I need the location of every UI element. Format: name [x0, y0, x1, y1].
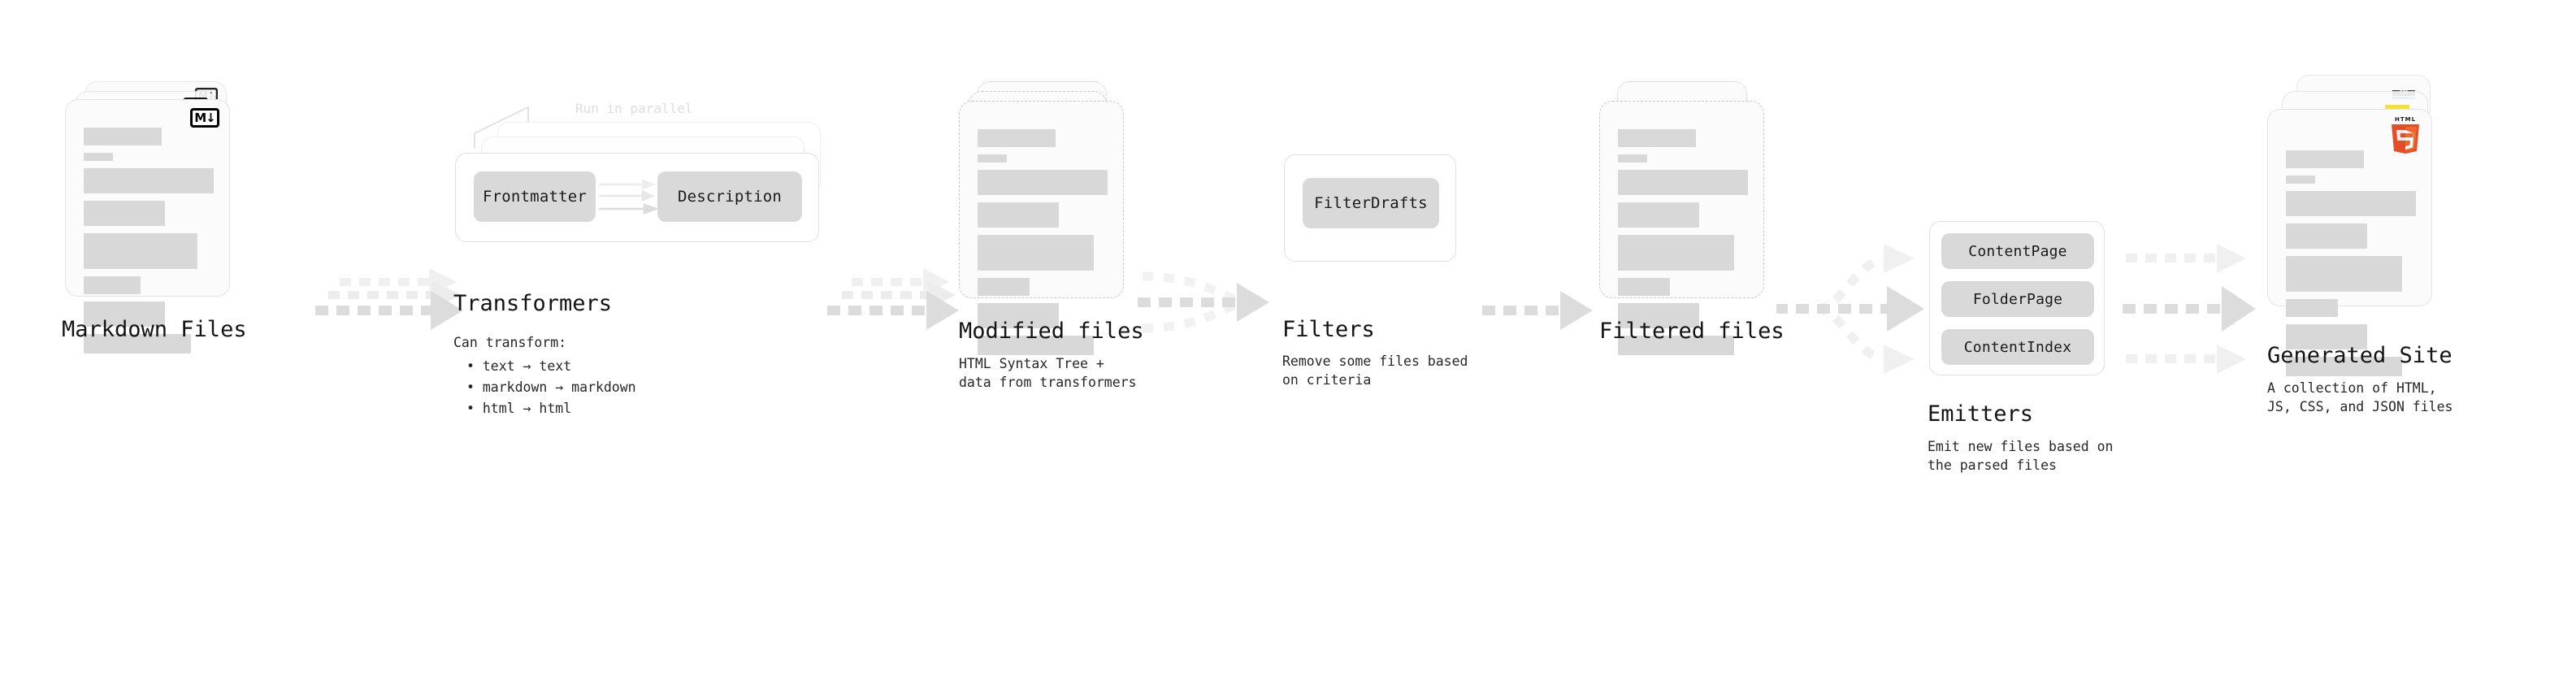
- filters-group-box: FilterDrafts: [1284, 154, 1456, 262]
- transformer-group-front: Frontmatter Description: [455, 153, 819, 242]
- stage-title-markdown-files: Markdown Files: [62, 317, 247, 342]
- transformer-chip-frontmatter[interactable]: Frontmatter: [474, 171, 596, 222]
- html5-badge-label: HTML: [2394, 116, 2417, 123]
- connector-modified-to-filters: [1138, 258, 1292, 348]
- stage-title-transformers: Transformers: [453, 291, 613, 316]
- filter-chip-filterdrafts[interactable]: FilterDrafts: [1303, 178, 1439, 228]
- stage-modified-files: Modified files HTML Syntax Tree + data f…: [959, 81, 1144, 390]
- transformer-inner-arrows: [599, 179, 659, 215]
- stage-generated-site: CSS HTML: [2267, 75, 2454, 414]
- stage-title-generated-site: Generated Site: [2267, 343, 2452, 368]
- filtered-file-stack: [1599, 81, 1778, 355]
- transformers-description: Can transform:: [453, 335, 567, 350]
- transformers-bullet-1: • markdown → markdown: [466, 380, 636, 395]
- file-skeleton-content: [84, 128, 215, 361]
- filtered-file-front: [1599, 101, 1764, 355]
- connector-emitters-to-site: [2123, 229, 2269, 392]
- html5-badge: HTML: [2389, 116, 2422, 154]
- stage-title-modified-files: Modified files: [959, 319, 1144, 344]
- transformer-chip-description[interactable]: Description: [657, 171, 802, 222]
- file-skeleton-content: [1618, 129, 1749, 362]
- filters-description: Remove some files based on criteria: [1282, 354, 1468, 388]
- transformers-bullet-2: • html → html: [466, 401, 572, 416]
- stage-title-filters: Filters: [1282, 317, 1375, 342]
- markdown-file-stack: M↓ M↓ M↓: [65, 81, 252, 354]
- transformers-bullet-0: • text → text: [466, 358, 572, 374]
- file-skeleton-content: [2286, 150, 2417, 384]
- emitters-group-box: ContentPage FolderPage ContentIndex: [1929, 221, 2105, 375]
- generated-site-description: A collection of HTML, JS, CSS, and JSON …: [2267, 380, 2453, 415]
- stage-filtered-files: Filtered files: [1599, 81, 1785, 355]
- stage-title-emitters: Emitters: [1928, 401, 2034, 427]
- stage-markdown-files: M↓ M↓ M↓ Markdown Files: [62, 81, 252, 354]
- emitter-chip-contentpage[interactable]: ContentPage: [1941, 233, 2094, 269]
- modified-files-description: HTML Syntax Tree + data from transformer…: [959, 356, 1137, 391]
- run-in-parallel-label: Run in parallel: [575, 101, 693, 116]
- generated-site-stack: CSS HTML: [2267, 75, 2454, 376]
- modified-file-front: [959, 101, 1124, 355]
- connector-transformers-to-modified: [827, 268, 974, 349]
- markdown-badge: M↓: [190, 108, 219, 128]
- modified-file-stack: [959, 81, 1138, 355]
- generated-file-html: HTML: [2267, 109, 2432, 376]
- markdown-file-front: M↓: [65, 99, 230, 354]
- run-in-parallel-bracket: [474, 106, 529, 148]
- connector-markdown-to-transformers: [309, 268, 463, 349]
- stage-title-filtered-files: Filtered files: [1599, 319, 1785, 344]
- emitter-chip-folderpage[interactable]: FolderPage: [1941, 281, 2094, 317]
- connector-filters-to-filtered: [1482, 291, 1604, 335]
- file-skeleton-content: [978, 129, 1108, 362]
- emitters-description: Emit new files based on the parsed files: [1928, 439, 2114, 474]
- emitter-chip-contentindex[interactable]: ContentIndex: [1941, 329, 2094, 365]
- connector-filtered-to-emitters: [1776, 229, 1931, 392]
